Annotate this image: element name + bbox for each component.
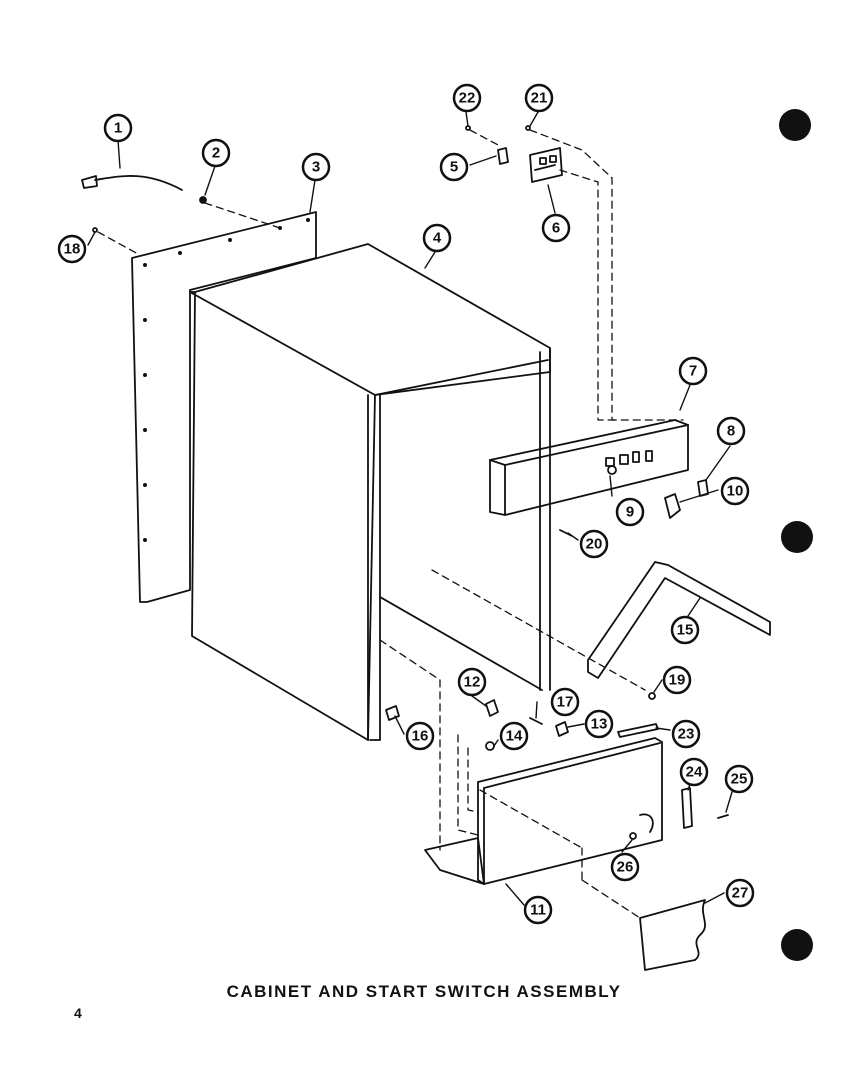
callout-18: 18 bbox=[57, 234, 87, 264]
callout-21: 21 bbox=[524, 83, 554, 113]
callout-label-10: 10 bbox=[727, 483, 744, 500]
v-bracket bbox=[587, 561, 771, 679]
switch-bracket bbox=[529, 147, 563, 183]
callout-label-3: 3 bbox=[312, 159, 320, 176]
callout-label-27: 27 bbox=[732, 885, 749, 902]
callout-9: 9 bbox=[615, 497, 645, 527]
leader-lines bbox=[87, 111, 733, 906]
callout-8: 8 bbox=[716, 416, 746, 446]
screw-part-21 bbox=[525, 125, 531, 131]
binding-holes bbox=[779, 109, 813, 961]
part-14 bbox=[485, 741, 495, 751]
callout-label-8: 8 bbox=[727, 423, 735, 440]
callout-3: 3 bbox=[301, 152, 331, 182]
callout-20: 20 bbox=[579, 529, 609, 559]
diagram-title: CABINET AND START SWITCH ASSEMBLY bbox=[226, 982, 622, 1001]
callout-1: 1 bbox=[103, 113, 133, 143]
panel-part-27 bbox=[639, 899, 706, 971]
part-12 bbox=[485, 699, 499, 717]
callout-label-22: 22 bbox=[459, 90, 476, 107]
callout-label-21: 21 bbox=[531, 90, 548, 107]
callout-26: 26 bbox=[610, 852, 640, 882]
callout-label-23: 23 bbox=[678, 726, 695, 743]
callout-label-17: 17 bbox=[557, 694, 574, 711]
callout-2: 2 bbox=[201, 138, 231, 168]
callout-label-9: 9 bbox=[626, 504, 634, 521]
callout-label-6: 6 bbox=[552, 220, 560, 237]
part-25 bbox=[717, 814, 729, 819]
callout-label-16: 16 bbox=[412, 728, 429, 745]
clip-part-5 bbox=[497, 147, 509, 165]
callout-12: 12 bbox=[457, 667, 487, 697]
callout-5: 5 bbox=[439, 152, 469, 182]
back-panel bbox=[131, 211, 317, 603]
page-number: 4 bbox=[74, 1005, 82, 1021]
cabinet-wrapper bbox=[189, 243, 551, 741]
callout-15: 15 bbox=[670, 615, 700, 645]
callout-27: 27 bbox=[725, 878, 755, 908]
power-cord bbox=[81, 175, 183, 191]
callout-label-19: 19 bbox=[669, 672, 686, 689]
callout-17: 17 bbox=[550, 687, 580, 717]
callout-label-20: 20 bbox=[586, 536, 603, 553]
callout-label-14: 14 bbox=[506, 728, 523, 745]
control-panel bbox=[489, 419, 689, 516]
callout-7: 7 bbox=[678, 356, 708, 386]
part-23 bbox=[617, 723, 659, 738]
callout-label-18: 18 bbox=[64, 241, 81, 258]
explode-lines bbox=[97, 129, 684, 919]
callout-19: 19 bbox=[662, 665, 692, 695]
callout-label-1: 1 bbox=[114, 120, 122, 137]
grommet-part-2 bbox=[199, 196, 207, 204]
callout-label-11: 11 bbox=[530, 902, 546, 919]
callout-label-15: 15 bbox=[677, 622, 694, 639]
part-8 bbox=[697, 479, 709, 497]
callout-10: 10 bbox=[720, 476, 750, 506]
callout-label-2: 2 bbox=[212, 145, 220, 162]
part-26 bbox=[629, 832, 637, 840]
part-9 bbox=[607, 465, 617, 475]
callout-label-26: 26 bbox=[617, 859, 634, 876]
base-door-assembly bbox=[424, 737, 663, 885]
part-16 bbox=[385, 705, 400, 721]
callout-label-13: 13 bbox=[591, 716, 608, 733]
callout-25: 25 bbox=[724, 764, 754, 794]
callout-label-5: 5 bbox=[450, 159, 458, 176]
callout-16: 16 bbox=[405, 721, 435, 751]
callout-6: 6 bbox=[541, 213, 571, 243]
callout-balloons: 1 2 3 4 5 6 7 8 9 10 11 12 13 14 15 16 1… bbox=[57, 83, 755, 925]
part-17 bbox=[529, 717, 543, 725]
callout-14: 14 bbox=[499, 721, 529, 751]
part-13 bbox=[555, 721, 569, 737]
part-24 bbox=[681, 787, 693, 829]
callout-label-12: 12 bbox=[464, 674, 481, 691]
callout-11: 11 bbox=[523, 895, 553, 925]
callout-4: 4 bbox=[422, 223, 452, 253]
callout-24: 24 bbox=[679, 757, 709, 787]
callout-label-24: 24 bbox=[686, 764, 703, 781]
part-10 bbox=[664, 493, 681, 519]
callout-23: 23 bbox=[671, 719, 701, 749]
callout-label-7: 7 bbox=[689, 363, 697, 380]
callout-label-25: 25 bbox=[731, 771, 748, 788]
part-19 bbox=[648, 692, 656, 700]
callout-label-4: 4 bbox=[433, 230, 442, 247]
callout-22: 22 bbox=[452, 83, 482, 113]
callout-13: 13 bbox=[584, 709, 614, 739]
